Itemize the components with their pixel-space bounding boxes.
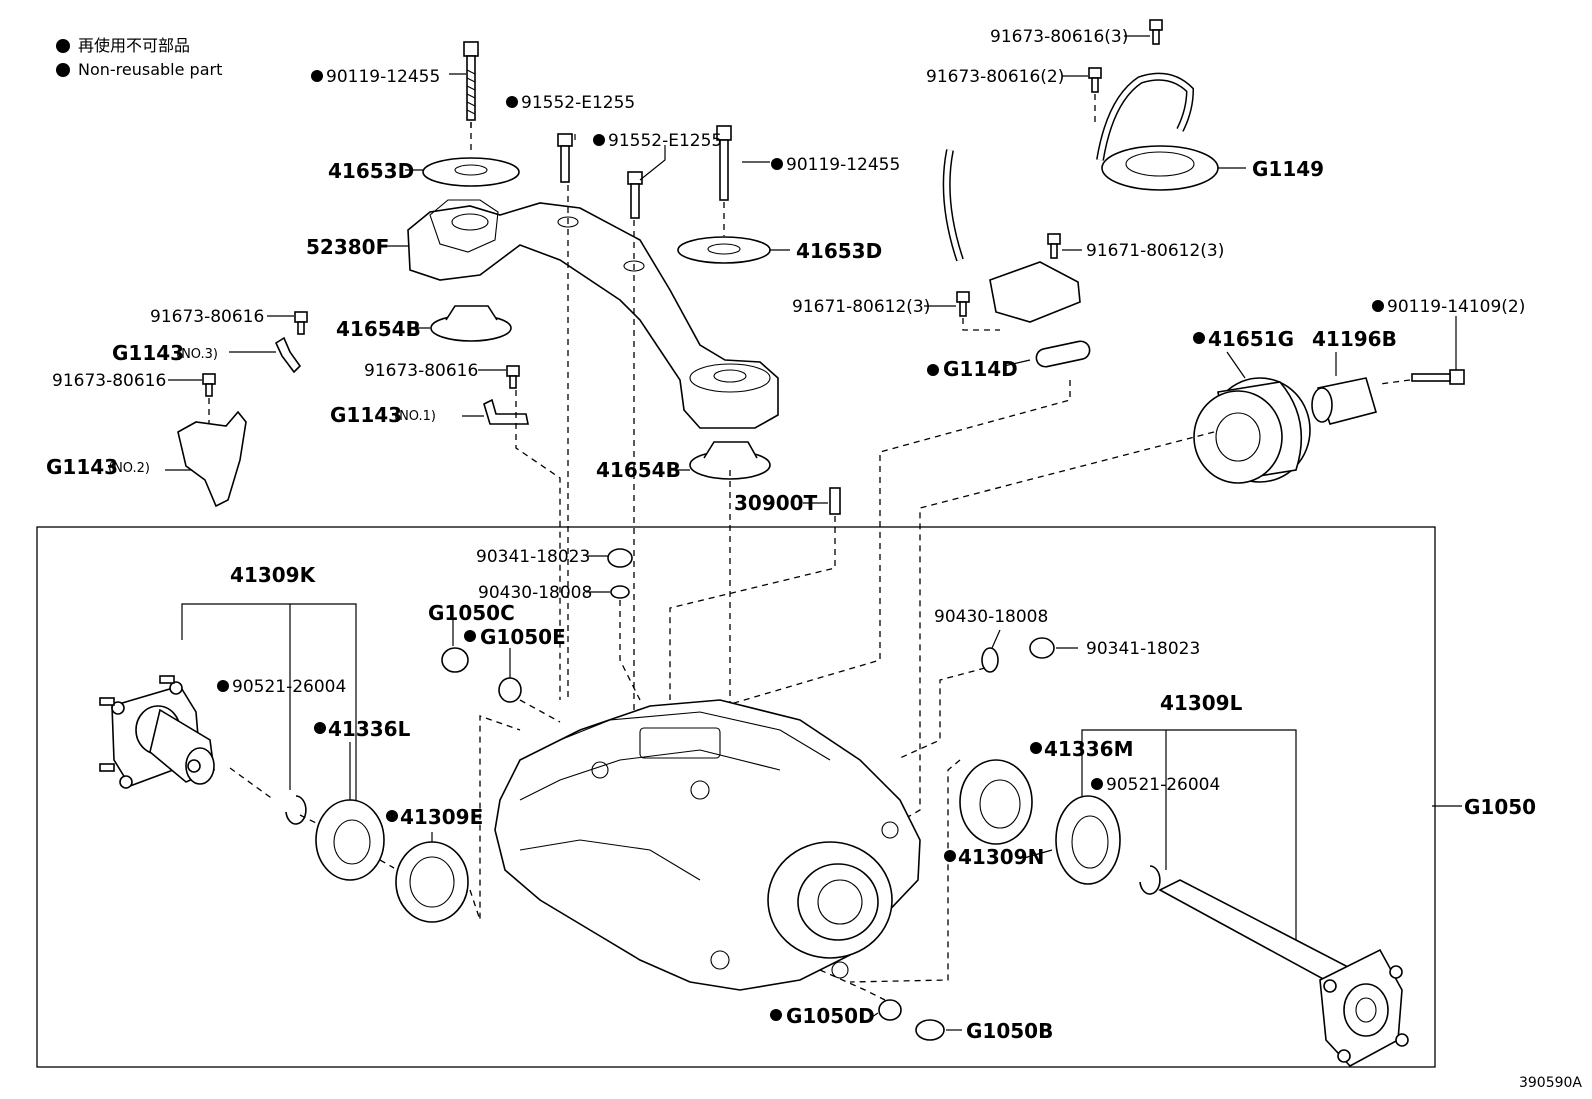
bracket-g1143-no2[interactable] [177,410,247,508]
label-91552-e1255-b: 91552-E1255 [608,131,722,151]
label-90430-18008-a: 90430-18008 [478,583,592,603]
cushion-41654b-lower[interactable] [689,441,771,480]
label-91673-80616-2: 91673-80616(2) [926,67,1064,87]
label-g1050b: G1050B [966,1019,1053,1043]
label-90521-26004-right: 90521-26004 [1106,775,1220,795]
bolt-91673-80616-2[interactable] [1088,67,1102,93]
label-91673-80616-a: 91673-80616 [150,307,264,327]
label-41309k: 41309K [230,563,317,587]
label-90119-12455-left: 90119-12455 [326,67,440,87]
label-g1143-no1-sub: (NO.1) [394,409,436,424]
diagram-code: 390590A [1518,1075,1582,1091]
legend-jp-text: 再使用不可部品 [78,36,191,55]
bolt-90119-12455-right[interactable] [716,125,732,201]
bolt-91552-e1255-a[interactable] [557,133,573,183]
label-90341-18023-b: 90341-18023 [1086,639,1200,659]
bolt-90119-14109[interactable] [1411,369,1465,385]
label-91673-80616-3: 91673-80616(3) [990,27,1128,47]
g1050-assembly-frame [36,526,1436,1068]
cushion-41653d-left[interactable] [422,157,520,187]
gasket-90430-18008-a[interactable] [610,585,630,599]
label-g1143-no3-sub: (NO.3) [176,347,218,362]
label-90430-18008-b: 90430-18008 [934,607,1048,627]
non-reusable-markers [217,70,1384,1021]
label-g1149: G1149 [1252,157,1324,181]
gasket-90430-18008-b[interactable] [981,647,999,673]
plug-g1050c[interactable] [441,647,469,673]
label-30900t: 30900T [734,491,818,515]
label-g1050d: G1050D [786,1004,875,1028]
label-41653d-right: 41653D [796,239,882,263]
label-52380f: 52380F [306,235,389,259]
label-g1050e: G1050E [480,625,566,649]
legend-en-text: Non-reusable part [78,60,223,79]
bolt-91671-80612-a[interactable] [1047,233,1061,259]
label-g114d: G114D [943,357,1018,381]
label-90341-18023-a: 90341-18023 [476,547,590,567]
bolt-91673-80616-a[interactable] [294,311,308,335]
label-g1143-no2: G1143 [46,455,118,479]
label-41196b: 41196B [1312,327,1397,351]
non-reusable-dot-icon [56,63,70,77]
legend-row-en: Non-reusable part [56,58,222,82]
breather-30900t[interactable] [829,487,841,515]
label-91552-e1255-a: 91552-E1255 [521,93,635,113]
bolt-91673-80616-b[interactable] [202,373,216,397]
clip-g114d[interactable] [1035,340,1092,369]
label-41654b-lower: 41654B [596,458,681,482]
bushing-41651g[interactable] [1193,377,1311,484]
plug-90341-18023-a[interactable] [607,548,633,568]
label-g1050: G1050 [1464,795,1536,819]
bolt-90119-12455-left[interactable] [463,41,479,121]
bolt-91673-80616-3[interactable] [1149,19,1163,45]
label-41654b-upper: 41654B [336,317,421,341]
collar-41196b[interactable] [1311,377,1378,425]
label-91671-80612-a: 91671-80612(3) [1086,241,1224,261]
label-41336m: 41336M [1044,737,1133,761]
legend: 再使用不可部品 Non-reusable part [56,34,222,82]
label-41309l: 41309L [1160,691,1243,715]
flange-41309k[interactable] [99,675,215,789]
bolt-91673-80616-c[interactable] [506,365,520,389]
transfer-case-g1050[interactable] [494,699,921,991]
seal-41336l[interactable] [315,799,385,881]
harness-g1149[interactable] [942,72,1219,323]
label-91673-80616-c: 91673-80616 [364,361,478,381]
label-91673-80616-b: 91673-80616 [52,371,166,391]
label-g1050c: G1050C [428,601,515,625]
snap-ring-90521-26004-right[interactable] [1139,865,1161,895]
gasket-g1050e[interactable] [498,677,522,703]
seal-41309n[interactable] [1055,795,1121,885]
non-reusable-dot-icon [56,39,70,53]
label-g1143-no2-sub: (NO.2) [108,461,150,476]
label-g1143-no1: G1143 [330,403,402,427]
cushion-41654b-upper[interactable] [430,305,512,342]
label-91671-80612-b: 91671-80612(3) [792,297,930,317]
bracket-g1143-no3[interactable] [274,336,302,374]
bolt-91552-e1255-b[interactable] [627,171,643,219]
legend-row-jp: 再使用不可部品 [56,34,222,58]
snap-ring-90521-26004-left[interactable] [285,795,307,825]
bracket-52380f[interactable] [407,202,779,429]
label-41309e: 41309E [400,805,483,829]
plug-90341-18023-b[interactable] [1029,637,1055,659]
label-90119-14109: 90119-14109(2) [1387,297,1525,317]
seal-41336m[interactable] [959,759,1033,845]
label-90119-12455-right: 90119-12455 [786,155,900,175]
label-90521-26004-left: 90521-26004 [232,677,346,697]
label-41309n: 41309N [958,845,1044,869]
seal-41309e[interactable] [395,841,469,923]
bracket-g1143-no1[interactable] [483,398,529,425]
label-41653d-left: 41653D [328,159,414,183]
gasket-g1050d[interactable] [878,999,902,1021]
cushion-41653d-right[interactable] [677,236,771,264]
shaft-41309l[interactable] [1158,879,1409,1067]
label-g1143-no3: G1143 [112,341,184,365]
bolt-91671-80612-b[interactable] [956,291,970,317]
plug-g1050b[interactable] [915,1019,945,1041]
label-41651g: 41651G [1208,327,1294,351]
label-41336l: 41336L [328,717,411,741]
